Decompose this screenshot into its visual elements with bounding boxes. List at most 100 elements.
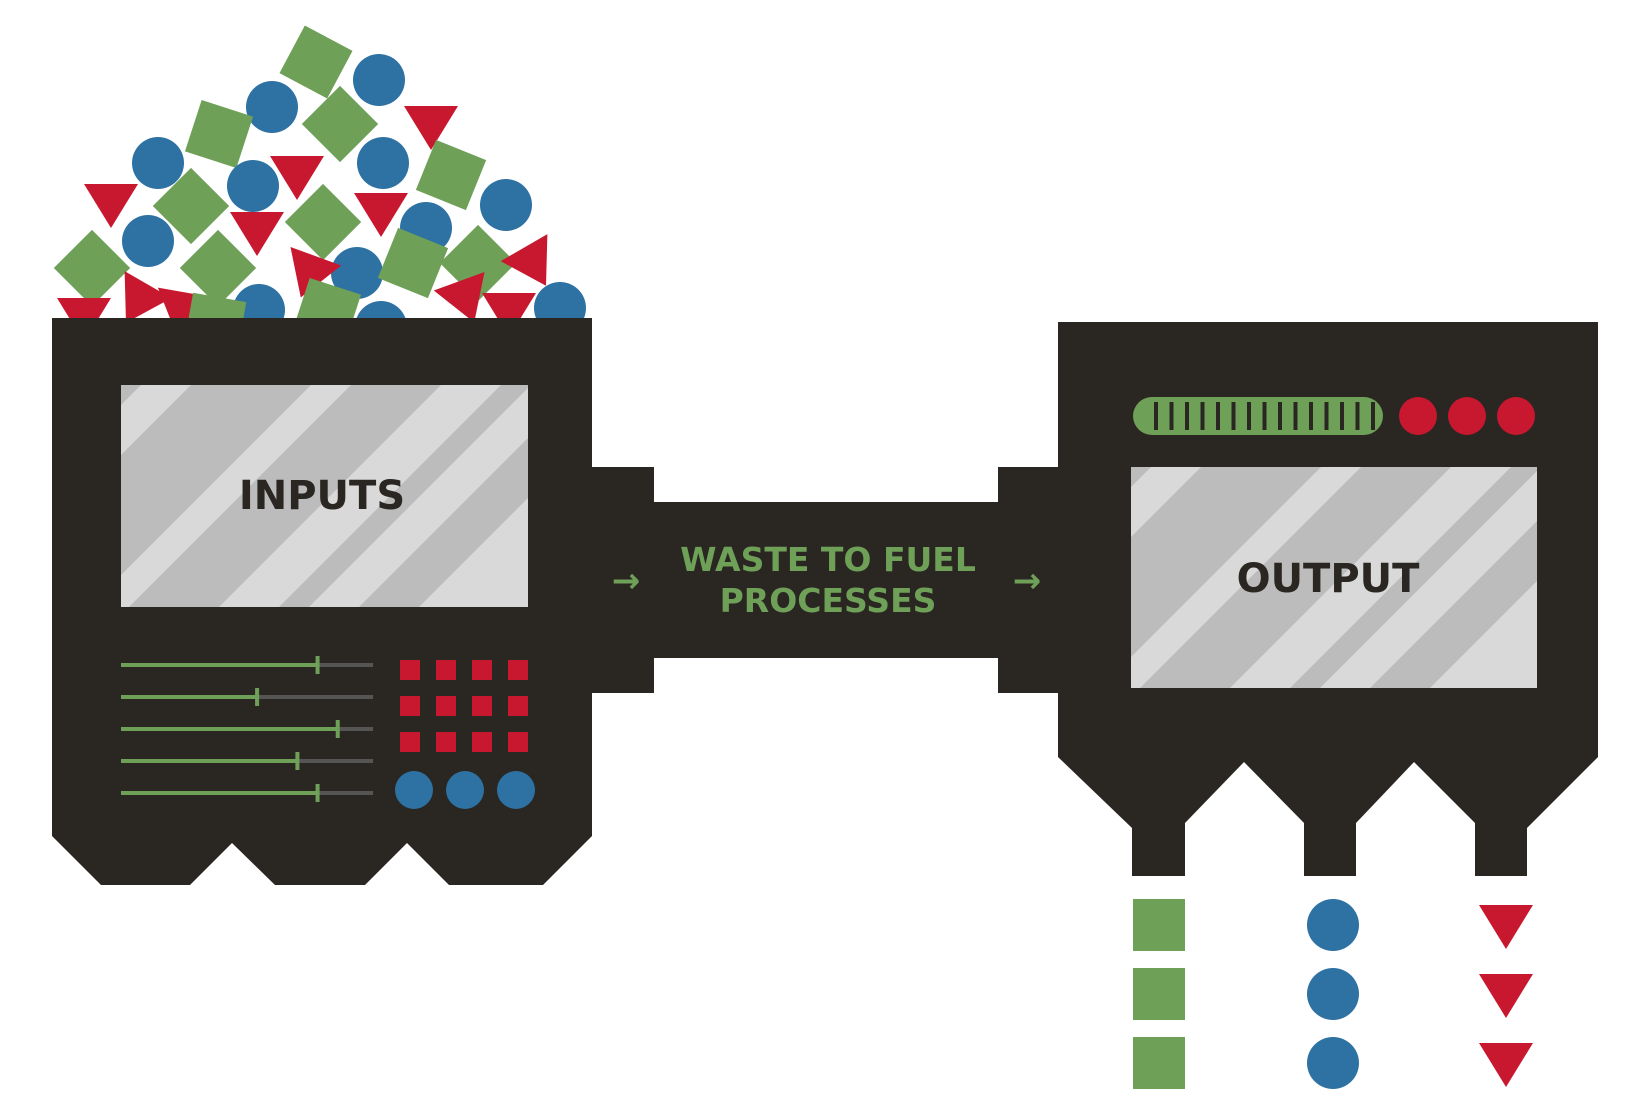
waste-square — [284, 183, 362, 261]
red-button — [400, 732, 420, 752]
reflection-band — [121, 385, 141, 405]
progress-segment-gap — [1200, 402, 1205, 430]
waste-circle — [246, 81, 298, 133]
progress-segment-gap — [1278, 402, 1282, 430]
indicator-light — [1497, 397, 1535, 435]
reflection-band — [1131, 467, 1151, 487]
progress-segment-gap — [1324, 402, 1329, 430]
waste-circle — [227, 160, 279, 212]
indicator-light — [1399, 397, 1437, 435]
waste-triangle — [500, 234, 548, 286]
red-button — [508, 696, 528, 716]
red-button — [436, 696, 456, 716]
waste-circle — [331, 247, 383, 299]
waste-triangle — [433, 271, 485, 323]
output-screen-label: OUTPUT — [1237, 556, 1421, 602]
waste-square — [184, 99, 254, 169]
waste-square — [179, 229, 257, 307]
slider-handle — [255, 688, 260, 706]
indicator-light — [1448, 397, 1486, 435]
red-button — [436, 732, 456, 752]
pipe-left-flange — [590, 467, 654, 693]
input-screen-label: INPUTS — [239, 473, 405, 519]
red-button — [472, 732, 492, 752]
waste-square — [53, 229, 131, 307]
input-knob-row — [395, 771, 535, 809]
waste-triangle — [230, 212, 284, 256]
output-triangle — [1479, 905, 1533, 949]
connector-pipe: → WASTE TO FUEL PROCESSES → — [590, 467, 1060, 693]
slider-handle — [295, 752, 300, 770]
red-button — [508, 732, 528, 752]
waste-circle — [357, 137, 409, 189]
arrow-right-icon: → — [612, 561, 641, 601]
waste-triangle — [404, 106, 458, 150]
waste-triangle — [290, 246, 342, 298]
output-square — [1133, 899, 1185, 951]
output-circle — [1307, 968, 1359, 1020]
waste-square — [152, 167, 230, 245]
reflection-band — [121, 385, 311, 575]
output-machine: OUTPUT — [1058, 322, 1598, 1089]
output-products — [1133, 899, 1533, 1089]
input-slider-panel — [121, 656, 373, 802]
output-indicator-lights — [1399, 397, 1535, 435]
output-progress-bar — [1133, 397, 1383, 435]
slider-handle — [315, 784, 320, 802]
input-screen — [121, 385, 528, 607]
red-button — [400, 696, 420, 716]
waste-square — [279, 25, 353, 99]
waste-circle — [353, 54, 405, 106]
progress-segment-gap — [1154, 402, 1158, 430]
output-triangle — [1479, 974, 1533, 1018]
screen-reflections — [1131, 467, 1537, 688]
output-triangle — [1479, 1043, 1533, 1087]
red-button — [508, 660, 528, 680]
red-button — [400, 660, 420, 680]
blue-knob — [395, 771, 433, 809]
arrow-right-icon: → — [1013, 561, 1042, 601]
blue-knob — [497, 771, 535, 809]
reflection-band — [1140, 467, 1451, 688]
output-square — [1133, 1037, 1185, 1089]
output-screen — [1131, 467, 1537, 688]
progress-segment-gap — [1247, 402, 1251, 430]
waste-circle — [132, 137, 184, 189]
waste-circle — [480, 179, 532, 231]
progress-segment-gap — [1309, 402, 1313, 430]
output-circle — [1307, 899, 1359, 951]
progress-segment-gap — [1216, 402, 1220, 430]
progress-segment-gap — [1293, 402, 1298, 430]
progress-track — [1133, 397, 1383, 435]
waste-circle — [122, 215, 174, 267]
input-waste-pile — [53, 25, 586, 356]
progress-segment-gap — [1185, 402, 1189, 430]
red-button — [436, 660, 456, 680]
pipe-right-flange — [998, 467, 1060, 693]
waste-square — [301, 85, 379, 163]
input-machine: INPUTS — [52, 318, 592, 885]
reflection-band — [1290, 467, 1537, 688]
output-circle — [1307, 1037, 1359, 1089]
waste-triangle — [270, 156, 324, 200]
progress-segment-gap — [1355, 402, 1360, 430]
progress-segment-gap — [1371, 402, 1375, 430]
waste-square — [415, 139, 487, 211]
pipe-body — [650, 502, 1002, 658]
waste-triangle — [482, 293, 536, 337]
slider-handle — [315, 656, 320, 674]
progress-segment-gap — [1340, 402, 1344, 430]
process-label-line1: WASTE TO FUEL — [680, 540, 976, 579]
waste-triangle — [124, 271, 172, 323]
red-button — [472, 696, 492, 716]
slider-handle — [335, 720, 340, 738]
reflection-band — [359, 438, 528, 607]
red-button — [472, 660, 492, 680]
reflection-band — [1370, 521, 1537, 688]
waste-triangle — [354, 193, 408, 237]
reflection-band — [1131, 467, 1321, 657]
output-square — [1133, 968, 1185, 1020]
blue-knob — [446, 771, 484, 809]
waste-triangle — [84, 184, 138, 228]
input-button-grid — [400, 660, 528, 752]
